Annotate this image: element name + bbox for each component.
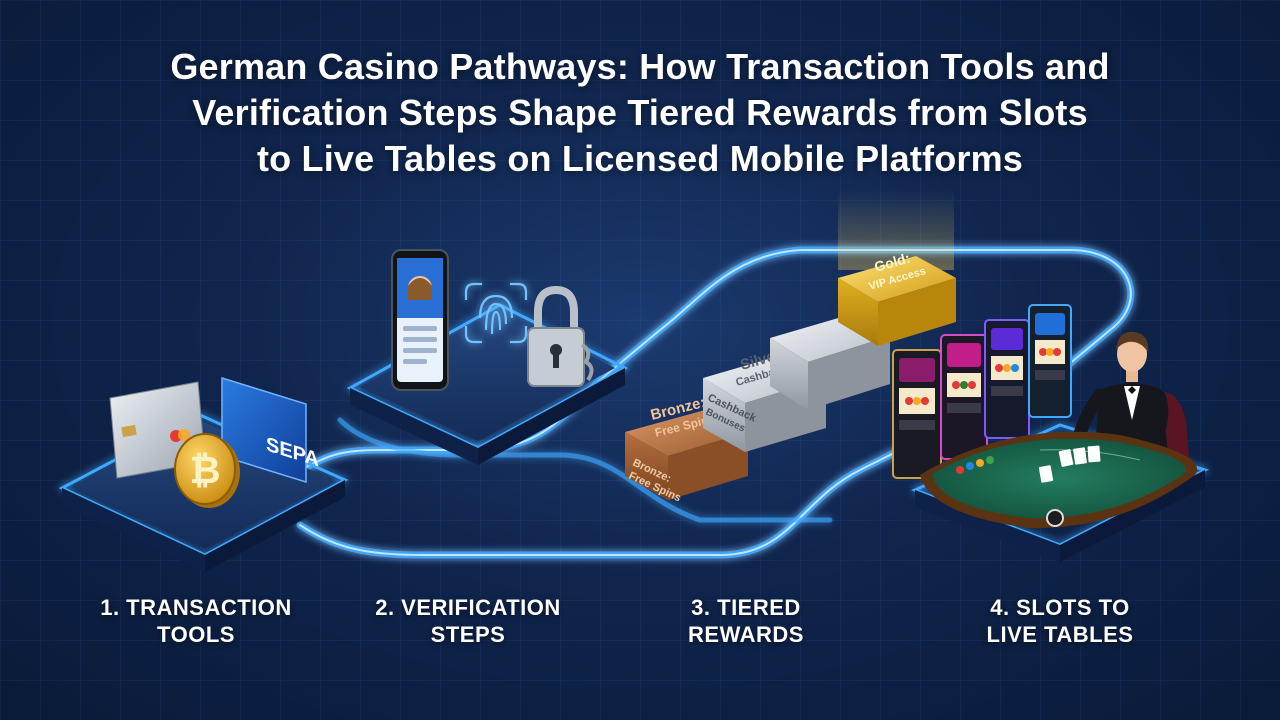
- step-2-line-1: 2. VERIFICATION: [375, 595, 561, 620]
- bitcoin-coin-icon: ₿: [174, 433, 240, 508]
- step-label-transaction-tools: 1. TRANSACTION TOOLS: [76, 594, 316, 648]
- step-3-line-1: 3. TIERED: [691, 595, 801, 620]
- title-line-1: German Casino Pathways: How Transaction …: [170, 46, 1110, 87]
- step-2-line-2: STEPS: [430, 622, 506, 647]
- smartphone-icon: [391, 249, 449, 391]
- live-table-icon: [920, 431, 1198, 529]
- glowing-path: [296, 246, 1135, 559]
- page-title: German Casino Pathways: How Transaction …: [60, 44, 1220, 182]
- title-line-2: Verification Steps Shape Tiered Rewards …: [192, 92, 1088, 133]
- step-1-line-1: 1. TRANSACTION: [100, 595, 292, 620]
- step-label-slots-to-live-tables: 4. SLOTS TO LIVE TABLES: [940, 594, 1180, 648]
- step-label-verification-steps: 2. VERIFICATION STEPS: [348, 594, 588, 648]
- slot-machine-icon: [1028, 304, 1072, 418]
- fingerprint-icon: [464, 282, 528, 344]
- step-1-line-2: TOOLS: [157, 622, 235, 647]
- step-3-line-2: REWARDS: [688, 622, 804, 647]
- slot-machine-icon: [892, 349, 942, 479]
- gold-tier-block: Gold: VIP Access: [838, 190, 956, 346]
- step-4-line-2: LIVE TABLES: [986, 622, 1134, 647]
- slot-machine-icon: [984, 319, 1030, 439]
- step-label-tiered-rewards: 3. TIERED REWARDS: [626, 594, 866, 648]
- svg-text:₿: ₿: [190, 450, 221, 492]
- padlock-icon: [527, 285, 594, 387]
- slot-machines: [892, 304, 1072, 479]
- step-4-line-1: 4. SLOTS TO: [990, 595, 1130, 620]
- title-line-3: to Live Tables on Licensed Mobile Platfo…: [256, 138, 1024, 179]
- slot-machine-icon: [940, 334, 988, 460]
